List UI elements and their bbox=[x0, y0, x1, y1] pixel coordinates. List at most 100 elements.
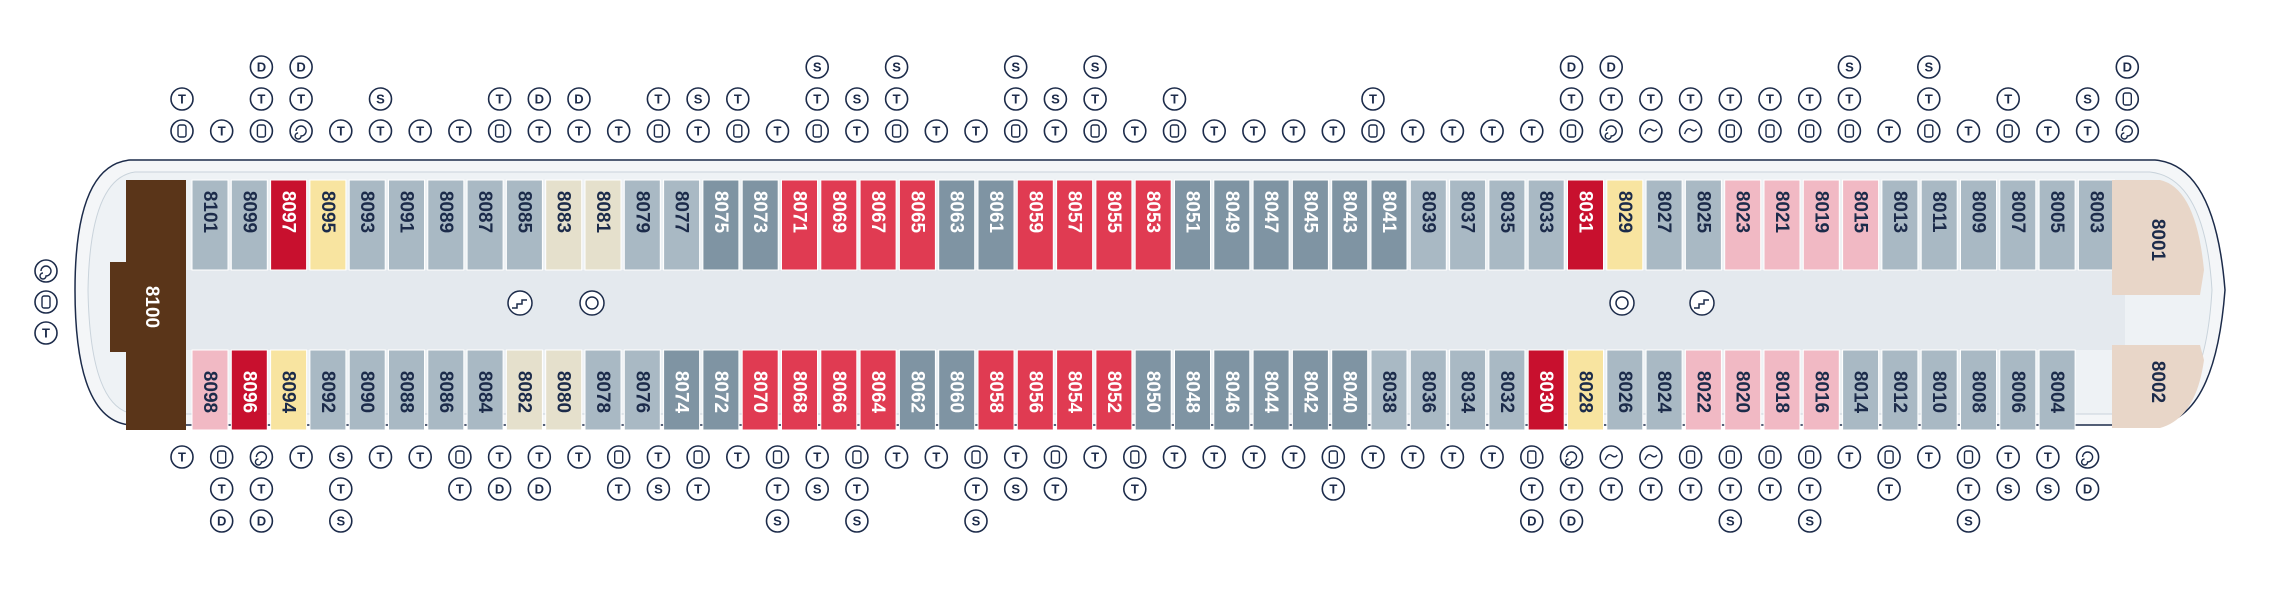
lower-cabin-8012[interactable]: 8012 bbox=[1881, 349, 1919, 431]
lower-cabin-8096[interactable]: 8096 bbox=[230, 349, 268, 431]
upper-cabin-8003[interactable]: 8003 bbox=[2077, 179, 2115, 271]
upper-cabin-8053[interactable]: 8053 bbox=[1134, 179, 1172, 271]
upper-cabin-8077[interactable]: 8077 bbox=[663, 179, 701, 271]
upper-cabin-8067[interactable]: 8067 bbox=[859, 179, 897, 271]
lower-cabin-8034[interactable]: 8034 bbox=[1449, 349, 1487, 431]
upper-cabin-8095[interactable]: 8095 bbox=[309, 179, 347, 271]
upper-cabin-8073[interactable]: 8073 bbox=[741, 179, 779, 271]
upper-cabin-8075[interactable]: 8075 bbox=[702, 179, 740, 271]
lower-cabin-8098[interactable]: 8098 bbox=[191, 349, 229, 431]
upper-cabin-8047[interactable]: 8047 bbox=[1252, 179, 1290, 271]
lower-cabin-8030[interactable]: 8030 bbox=[1527, 349, 1565, 431]
upper-cabin-8087[interactable]: 8087 bbox=[466, 179, 504, 271]
upper-cabin-8085[interactable]: 8085 bbox=[505, 179, 543, 271]
upper-cabin-8065[interactable]: 8065 bbox=[898, 179, 936, 271]
upper-cabin-8007[interactable]: 8007 bbox=[1999, 179, 2037, 271]
lower-cabin-8038[interactable]: 8038 bbox=[1370, 349, 1408, 431]
upper-cabin-8057[interactable]: 8057 bbox=[1056, 179, 1094, 271]
upper-cabin-8091[interactable]: 8091 bbox=[388, 179, 425, 271]
lower-cabin-8010[interactable]: 8010 bbox=[1920, 349, 1958, 431]
upper-cabin-8011[interactable]: 8011 bbox=[1920, 179, 1958, 271]
upper-cabin-8089[interactable]: 8089 bbox=[427, 179, 465, 271]
lower-cabin-8068[interactable]: 8068 bbox=[781, 349, 818, 431]
lower-cabin-8094[interactable]: 8094 bbox=[270, 349, 308, 431]
upper-cabin-8035[interactable]: 8035 bbox=[1488, 179, 1526, 271]
lower-cabin-8074[interactable]: 8074 bbox=[663, 349, 701, 431]
upper-cabin-8031[interactable]: 8031 bbox=[1567, 179, 1604, 271]
lower-cabin-8080[interactable]: 8080 bbox=[545, 349, 583, 431]
upper-cabin-8005[interactable]: 8005 bbox=[2038, 179, 2076, 271]
lower-cabin-8076[interactable]: 8076 bbox=[623, 349, 661, 431]
lower-cabin-8052[interactable]: 8052 bbox=[1095, 349, 1133, 431]
lower-cabin-8064[interactable]: 8064 bbox=[859, 349, 897, 431]
lower-cabin-8050[interactable]: 8050 bbox=[1134, 349, 1172, 431]
upper-cabin-8081[interactable]: 8081 bbox=[584, 179, 622, 271]
upper-cabin-8025[interactable]: 8025 bbox=[1684, 179, 1722, 271]
upper-cabin-8013[interactable]: 8013 bbox=[1881, 179, 1919, 271]
lower-cabin-8028[interactable]: 8028 bbox=[1567, 349, 1604, 431]
upper-cabin-8051[interactable]: 8051 bbox=[1174, 179, 1211, 271]
upper-cabin-8101[interactable]: 8101 bbox=[191, 179, 229, 271]
lower-cabin-8060[interactable]: 8060 bbox=[938, 349, 976, 431]
upper-cabin-8027[interactable]: 8027 bbox=[1645, 179, 1683, 271]
upper-cabin-8049[interactable]: 8049 bbox=[1213, 179, 1251, 271]
lounge-icon bbox=[1639, 119, 1663, 143]
lower-cabin-8008[interactable]: 8008 bbox=[1960, 349, 1997, 431]
lower-cabin-8072[interactable]: 8072 bbox=[702, 349, 740, 431]
upper-cabin-8083[interactable]: 8083 bbox=[545, 179, 583, 271]
lower-cabin-8046[interactable]: 8046 bbox=[1213, 349, 1251, 431]
upper-cabin-8009[interactable]: 8009 bbox=[1960, 179, 1997, 271]
lower-cabin-8088[interactable]: 8088 bbox=[388, 349, 425, 431]
lower-cabin-8044[interactable]: 8044 bbox=[1252, 349, 1290, 431]
lower-cabin-8092[interactable]: 8092 bbox=[309, 349, 347, 431]
upper-cabin-8071[interactable]: 8071 bbox=[781, 179, 818, 271]
lower-cabin-8024[interactable]: 8024 bbox=[1645, 349, 1683, 431]
lower-cabin-8062[interactable]: 8062 bbox=[898, 349, 936, 431]
upper-cabin-8061[interactable]: 8061 bbox=[977, 179, 1015, 271]
lower-cabin-8014[interactable]: 8014 bbox=[1842, 349, 1880, 431]
upper-cabin-8055[interactable]: 8055 bbox=[1095, 179, 1133, 271]
upper-cabin-8041[interactable]: 8041 bbox=[1370, 179, 1408, 271]
upper-cabin-8059[interactable]: 8059 bbox=[1016, 179, 1054, 271]
cabin-number: 8066 bbox=[828, 371, 849, 413]
lower-cabin-8036[interactable]: 8036 bbox=[1409, 349, 1447, 431]
upper-cabin-8079[interactable]: 8079 bbox=[623, 179, 661, 271]
lower-cabin-8056[interactable]: 8056 bbox=[1016, 349, 1054, 431]
lower-cabin-8026[interactable]: 8026 bbox=[1606, 349, 1644, 431]
lower-cabin-8070[interactable]: 8070 bbox=[741, 349, 779, 431]
lower-cabin-8006[interactable]: 8006 bbox=[1999, 349, 2037, 431]
lower-cabin-8054[interactable]: 8054 bbox=[1056, 349, 1094, 431]
upper-cabin-8015[interactable]: 8015 bbox=[1842, 179, 1880, 271]
upper-cabin-8029[interactable]: 8029 bbox=[1606, 179, 1644, 271]
lower-cabin-8084[interactable]: 8084 bbox=[466, 349, 504, 431]
upper-cabin-8023[interactable]: 8023 bbox=[1724, 179, 1762, 271]
lower-cabin-8016[interactable]: 8016 bbox=[1802, 349, 1840, 431]
lower-cabin-8090[interactable]: 8090 bbox=[348, 349, 386, 431]
lower-cabin-8004[interactable]: 8004 bbox=[2038, 349, 2076, 431]
double-bed-icon: D bbox=[249, 509, 274, 533]
lower-cabin-8042[interactable]: 8042 bbox=[1291, 349, 1329, 431]
upper-cabin-8019[interactable]: 8019 bbox=[1802, 179, 1840, 271]
upper-cabin-8033[interactable]: 8033 bbox=[1527, 179, 1565, 271]
lower-cabin-8048[interactable]: 8048 bbox=[1174, 349, 1211, 431]
upper-cabin-8063[interactable]: 8063 bbox=[938, 179, 976, 271]
lower-cabin-8078[interactable]: 8078 bbox=[584, 349, 622, 431]
lower-cabin-8058[interactable]: 8058 bbox=[977, 349, 1015, 431]
lower-cabin-8086[interactable]: 8086 bbox=[427, 349, 465, 431]
upper-cabin-8069[interactable]: 8069 bbox=[820, 179, 858, 271]
lower-cabin-8022[interactable]: 8022 bbox=[1684, 349, 1722, 431]
upper-cabin-8037[interactable]: 8037 bbox=[1449, 179, 1487, 271]
upper-cabin-8097[interactable]: 8097 bbox=[270, 179, 308, 271]
lower-cabin-8082[interactable]: 8082 bbox=[505, 349, 543, 431]
upper-cabin-8021[interactable]: 8021 bbox=[1763, 179, 1801, 271]
upper-cabin-8093[interactable]: 8093 bbox=[348, 179, 386, 271]
upper-cabin-8039[interactable]: 8039 bbox=[1409, 179, 1447, 271]
upper-cabin-8099[interactable]: 8099 bbox=[230, 179, 268, 271]
lower-cabin-8032[interactable]: 8032 bbox=[1488, 349, 1526, 431]
upper-cabin-8043[interactable]: 8043 bbox=[1331, 179, 1369, 271]
lower-cabin-8066[interactable]: 8066 bbox=[820, 349, 858, 431]
lower-cabin-8040[interactable]: 8040 bbox=[1331, 349, 1369, 431]
upper-cabin-8045[interactable]: 8045 bbox=[1291, 179, 1329, 271]
lower-cabin-8018[interactable]: 8018 bbox=[1763, 349, 1801, 431]
lower-cabin-8020[interactable]: 8020 bbox=[1724, 349, 1762, 431]
